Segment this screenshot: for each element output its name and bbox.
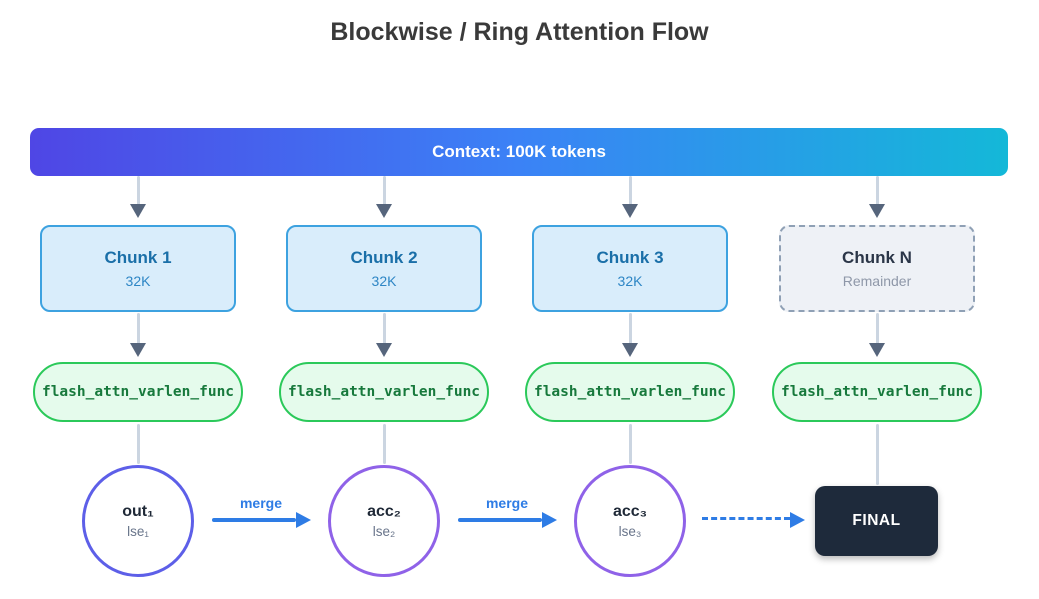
down-arrow-stem	[136, 313, 140, 345]
result-label: out₁	[122, 503, 154, 520]
flash-attn-func-node-3: flash_attn_varlen_func	[525, 362, 735, 422]
dashed-arrow-head-icon	[790, 512, 805, 528]
merge-label: merge	[485, 495, 529, 511]
down-arrow-stem	[875, 176, 879, 206]
context-banner-label: Context: 100K tokens	[432, 142, 606, 161]
down-arrow-stem	[382, 176, 386, 206]
chunk-subtitle: 32K	[125, 273, 151, 289]
flash-attn-func-node-2: flash_attn_varlen_func	[279, 362, 489, 422]
chunk-subtitle: 32K	[371, 273, 397, 289]
final-label: FINAL	[852, 512, 901, 529]
connector-line	[382, 424, 386, 464]
merge-arrow-stem	[212, 518, 296, 522]
down-arrow-head-icon	[869, 343, 885, 357]
chunk-title: Chunk 3	[596, 248, 664, 267]
down-arrow-head-icon	[622, 204, 638, 218]
func-label: flash_attn_varlen_func	[287, 384, 481, 400]
dashed-arrow-stem	[702, 517, 790, 520]
result-circle-out1: out₁ lse₁	[82, 465, 194, 577]
func-label: flash_attn_varlen_func	[533, 384, 727, 400]
flash-attn-func-node-1: flash_attn_varlen_func	[33, 362, 243, 422]
connector-line	[628, 424, 632, 464]
connector-line	[875, 424, 879, 485]
down-arrow-stem	[875, 313, 879, 345]
down-arrow-stem	[628, 313, 632, 345]
result-circle-acc3: acc₃ lse₃	[574, 465, 686, 577]
result-sublabel: lse₂	[372, 524, 396, 539]
merge-arrow-stem	[458, 518, 542, 522]
result-label: acc₂	[367, 503, 401, 520]
connector-line	[136, 424, 140, 464]
chunk-title: Chunk 2	[350, 248, 418, 267]
func-label: flash_attn_varlen_func	[41, 384, 235, 400]
chunk-3-node: Chunk 3 32K	[532, 225, 728, 312]
down-arrow-head-icon	[130, 204, 146, 218]
down-arrow-head-icon	[130, 343, 146, 357]
result-label: acc₃	[612, 503, 648, 520]
context-banner: Context: 100K tokens	[30, 128, 1008, 176]
chunk-subtitle: Remainder	[842, 273, 912, 289]
down-arrow-stem	[382, 313, 386, 345]
flash-attn-func-node-n: flash_attn_varlen_func	[772, 362, 982, 422]
final-node: FINAL	[815, 486, 938, 556]
page-title: Blockwise / Ring Attention Flow	[330, 18, 709, 46]
result-circle-acc2: acc₂ lse₂	[328, 465, 440, 577]
chunk-n-node: Chunk N Remainder	[779, 225, 975, 312]
down-arrow-head-icon	[622, 343, 638, 357]
chunk-1-node: Chunk 1 32K	[40, 225, 236, 312]
chunk-2-node: Chunk 2 32K	[286, 225, 482, 312]
result-sublabel: lse₃	[618, 524, 642, 539]
merge-arrow-head-icon	[542, 512, 557, 528]
down-arrow-head-icon	[376, 204, 392, 218]
merge-arrow-head-icon	[296, 512, 311, 528]
merge-label: merge	[239, 495, 283, 511]
result-sublabel: lse₁	[127, 524, 149, 539]
chunk-subtitle: 32K	[617, 273, 643, 289]
func-label: flash_attn_varlen_func	[780, 384, 974, 400]
down-arrow-head-icon	[869, 204, 885, 218]
chunk-title: Chunk 1	[104, 248, 172, 267]
down-arrow-stem	[136, 176, 140, 206]
chunk-title: Chunk N	[842, 248, 912, 267]
down-arrow-head-icon	[376, 343, 392, 357]
down-arrow-stem	[628, 176, 632, 206]
